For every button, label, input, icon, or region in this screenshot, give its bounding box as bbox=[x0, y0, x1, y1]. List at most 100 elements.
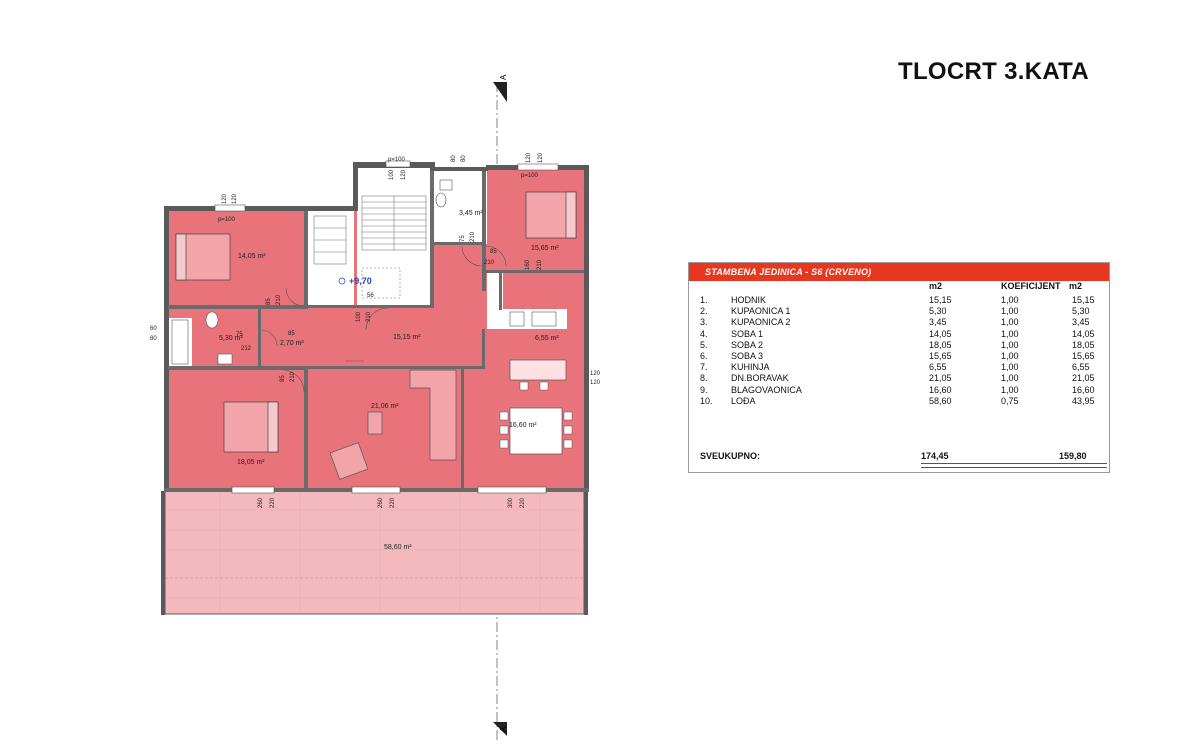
table-row: 7. KUHINJA 6,55 1,00 6,55 bbox=[689, 362, 1109, 373]
svg-text:80: 80 bbox=[451, 155, 457, 162]
cell-koef: 1,00 bbox=[1001, 328, 1019, 339]
cell-koef: 1,00 bbox=[1001, 362, 1019, 373]
dim-label: 120 bbox=[590, 380, 601, 386]
cell-total: 3,45 bbox=[1072, 317, 1090, 328]
svg-text:220: 220 bbox=[270, 497, 276, 508]
cell-koef: 0,75 bbox=[1001, 395, 1019, 406]
cell-name: KUPAONICA 1 bbox=[731, 306, 791, 317]
cell-m2: 6,55 bbox=[929, 362, 947, 373]
area-table-total: SVEUKUPNO: 174,45 159,80 bbox=[689, 451, 1109, 465]
cell-m2: 5,30 bbox=[929, 306, 947, 317]
svg-text:160: 160 bbox=[525, 259, 531, 270]
col-m2: m2 bbox=[929, 281, 943, 291]
cell-name: KUPAONICA 2 bbox=[731, 317, 791, 328]
section-mark-bottom: A bbox=[499, 726, 508, 732]
svg-text:120: 120 bbox=[538, 152, 544, 163]
cell-total: 6,55 bbox=[1072, 362, 1090, 373]
drawing-title: TLOCRT 3.KATA bbox=[898, 58, 1089, 85]
cell-name: KUHINJA bbox=[731, 362, 770, 373]
armchair-icon bbox=[329, 442, 369, 480]
svg-text:120: 120 bbox=[401, 169, 407, 180]
dim-label: 210 bbox=[484, 260, 495, 266]
cell-name: DN.BORAVAK bbox=[731, 373, 789, 384]
door-swing bbox=[285, 287, 305, 307]
cell-num: 10. bbox=[700, 395, 713, 406]
cell-m2: 21,05 bbox=[929, 373, 952, 384]
svg-text:75: 75 bbox=[460, 235, 466, 242]
total-sum: 159,80 bbox=[1059, 451, 1087, 461]
soba1-area-label: 14,05 m² bbox=[238, 253, 266, 260]
cell-m2: 14,05 bbox=[929, 328, 952, 339]
sink-icon bbox=[217, 353, 233, 365]
svg-text:120: 120 bbox=[232, 193, 238, 204]
dim-label: p=100 bbox=[388, 157, 406, 163]
dim-label: 56 bbox=[367, 293, 374, 299]
cell-num: 8. bbox=[700, 373, 708, 384]
cell-name: LOĐA bbox=[731, 395, 756, 406]
dim-label: 85 bbox=[490, 249, 497, 255]
lodja-area-label: 58,60 m² bbox=[384, 544, 412, 551]
cell-num: 9. bbox=[700, 384, 708, 395]
dnboravak-area-label: 21,06 m² bbox=[371, 403, 399, 410]
dining-table-icon bbox=[509, 407, 563, 455]
blagovaonica-area-label: 16,60 m² bbox=[509, 422, 537, 429]
level-marker-icon bbox=[338, 277, 346, 285]
svg-text:210: 210 bbox=[537, 259, 543, 270]
dim-label: 120 bbox=[590, 371, 601, 377]
cell-m2: 18,05 bbox=[929, 339, 952, 350]
svg-text:210: 210 bbox=[366, 311, 372, 322]
col-koef: KOEFICIJENT bbox=[1001, 281, 1061, 291]
col-total: m2 bbox=[1069, 281, 1083, 291]
total-rule bbox=[921, 467, 1107, 468]
cell-num: 3. bbox=[700, 317, 708, 328]
bathtub-icon bbox=[171, 319, 189, 365]
cell-m2: 16,60 bbox=[929, 384, 952, 395]
svg-text:80: 80 bbox=[461, 155, 467, 162]
kupaonica1-area-label: 5,30 m² bbox=[219, 335, 243, 342]
cell-num: 2. bbox=[700, 306, 708, 317]
cell-total: 16,60 bbox=[1072, 384, 1095, 395]
svg-text:120: 120 bbox=[526, 152, 532, 163]
cell-koef: 1,00 bbox=[1001, 306, 1019, 317]
cell-num: 5. bbox=[700, 339, 708, 350]
hodnik-small-area-label: 2,70 m² bbox=[280, 340, 304, 347]
dim-label: 60 bbox=[150, 326, 157, 332]
table-row: 9. BLAGOVAONICA 16,60 1,00 16,60 bbox=[689, 385, 1109, 396]
toilet-icon bbox=[435, 192, 447, 208]
section-mark-top: A bbox=[499, 74, 508, 80]
cell-num: 7. bbox=[700, 362, 708, 373]
svg-text:100: 100 bbox=[389, 169, 395, 180]
cell-name: SOBA 2 bbox=[731, 339, 764, 350]
dim-label: 75 bbox=[236, 332, 243, 338]
cell-num: 4. bbox=[700, 328, 708, 339]
kitchen-sink-icon bbox=[509, 311, 525, 327]
level-mark: +9,70 bbox=[349, 276, 372, 286]
cell-koef: 1,00 bbox=[1001, 384, 1019, 395]
svg-text:100: 100 bbox=[356, 311, 362, 322]
hodnik-area-label: 15,15 m² bbox=[393, 334, 421, 341]
cell-name: BLAGOVAONICA bbox=[731, 384, 802, 395]
kuhinja-area-label: 6,55 m² bbox=[535, 335, 559, 342]
cell-koef: 1,00 bbox=[1001, 317, 1019, 328]
soba3-area-label: 15,65 m² bbox=[531, 245, 559, 252]
cell-name: HODNIK bbox=[731, 295, 767, 305]
cell-koef: 1,00 bbox=[1001, 339, 1019, 350]
cell-name: SOBA 3 bbox=[731, 350, 764, 361]
svg-text:210: 210 bbox=[470, 231, 476, 242]
total-label: SVEUKUPNO: bbox=[700, 451, 761, 461]
cell-koef: 1,00 bbox=[1001, 350, 1019, 361]
dim-label: p=100 bbox=[218, 217, 236, 223]
stove-icon bbox=[531, 311, 557, 327]
coffee-table-icon bbox=[367, 411, 383, 435]
area-table-columns: m2 KOEFICIJENT m2 bbox=[689, 281, 1109, 295]
cell-total: 21,05 bbox=[1072, 373, 1095, 384]
svg-text:210: 210 bbox=[276, 294, 282, 305]
